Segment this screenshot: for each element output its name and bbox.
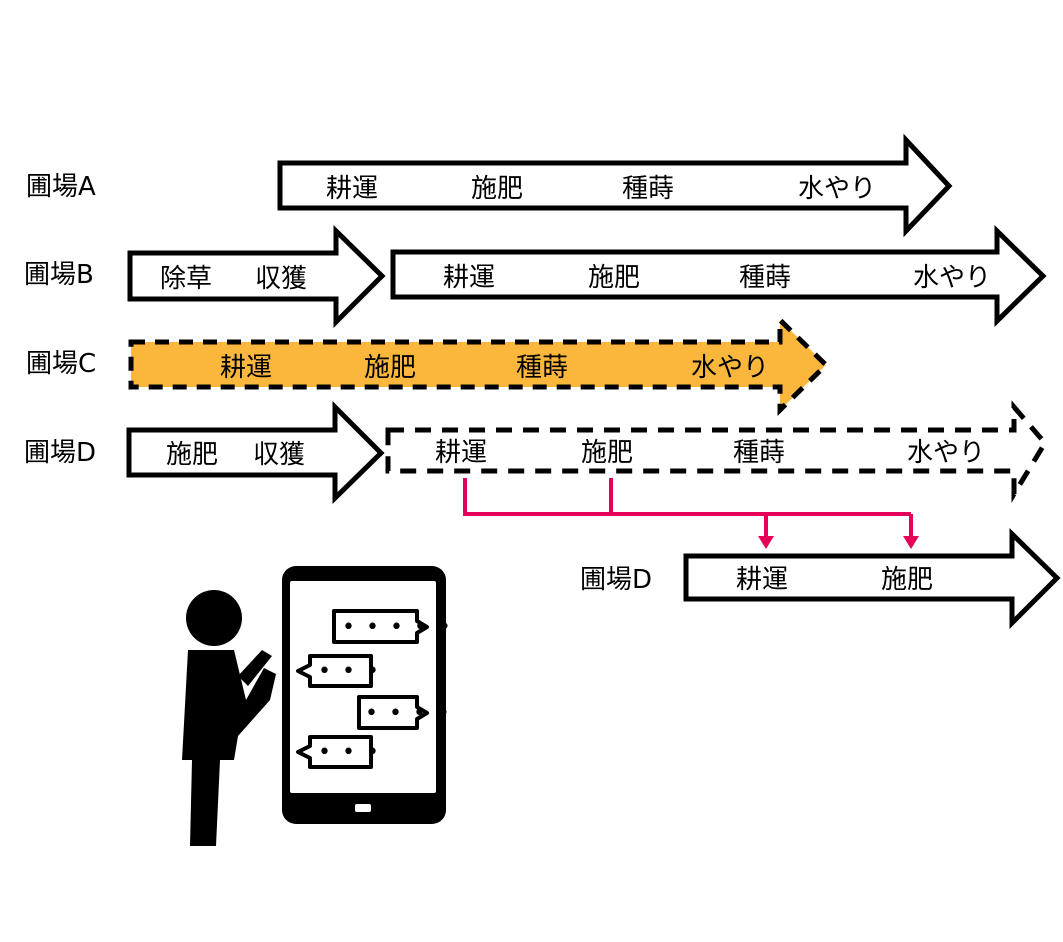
- task-d2-1: 耕運: [736, 565, 788, 595]
- task-b-3: 種蒔: [739, 263, 791, 293]
- task-c-2: 施肥: [364, 353, 416, 383]
- task-c-4: 水やり: [691, 353, 769, 383]
- task-a-1: 耕運: [326, 174, 378, 204]
- connector-lines: [463, 478, 913, 538]
- arrow-d: [385, 400, 1049, 503]
- task-a-2: 施肥: [471, 174, 523, 204]
- connector-arrowhead-1: [758, 536, 774, 549]
- person-icon: [182, 590, 276, 846]
- task-d-3: 種蒔: [733, 438, 785, 468]
- chat-bubble-text-4: • • •: [318, 740, 381, 765]
- arrow-b-prev: [127, 225, 386, 329]
- field-label-d2: 圃場D: [580, 565, 652, 595]
- task-d-2: 施肥: [581, 438, 633, 468]
- chat-bubble-icon: • • •: [296, 735, 381, 769]
- task-c-3: 種蒔: [516, 353, 568, 383]
- field-label-b: 圃場B: [24, 260, 94, 290]
- arrow-b: [390, 225, 1047, 327]
- task-d-4: 水やり: [907, 438, 985, 468]
- chat-bubble-text-1: • • • • •: [342, 615, 453, 640]
- field-label-d: 圃場D: [24, 438, 96, 468]
- chat-bubble-icon: • • •: [296, 654, 381, 688]
- task-b-prev-2: 収獲: [255, 264, 307, 294]
- arrow-c: [128, 314, 830, 416]
- task-b-1: 耕運: [443, 263, 495, 293]
- task-c-1: 耕運: [220, 353, 272, 383]
- arrow-d2: [683, 528, 1061, 630]
- task-a-3: 種蒔: [622, 174, 674, 204]
- task-b-prev-1: 除草: [160, 264, 212, 294]
- task-d2-2: 施肥: [881, 565, 933, 595]
- chat-bubble-icon: • • • • •: [332, 609, 453, 644]
- field-label-a: 圃場A: [26, 172, 96, 202]
- arrow-a: [277, 133, 953, 238]
- task-d-prev-2: 収獲: [253, 440, 305, 470]
- task-a-4: 水やり: [798, 174, 876, 204]
- chat-bubble-icon: • • • •: [357, 695, 452, 730]
- task-d-prev-1: 施肥: [166, 440, 218, 470]
- task-b-2: 施肥: [588, 263, 640, 293]
- connector-arrowhead-2: [903, 536, 919, 549]
- arrow-d-prev: [126, 400, 385, 504]
- chat-bubble-text-3: • • • •: [365, 701, 452, 726]
- task-b-4: 水やり: [913, 263, 991, 293]
- task-d-1: 耕運: [435, 438, 487, 468]
- chat-bubble-text-2: • • •: [318, 659, 381, 684]
- smartphone-icon: • • • • • • • • • • • • • • •: [282, 566, 453, 824]
- field-label-c: 圃場C: [26, 349, 96, 379]
